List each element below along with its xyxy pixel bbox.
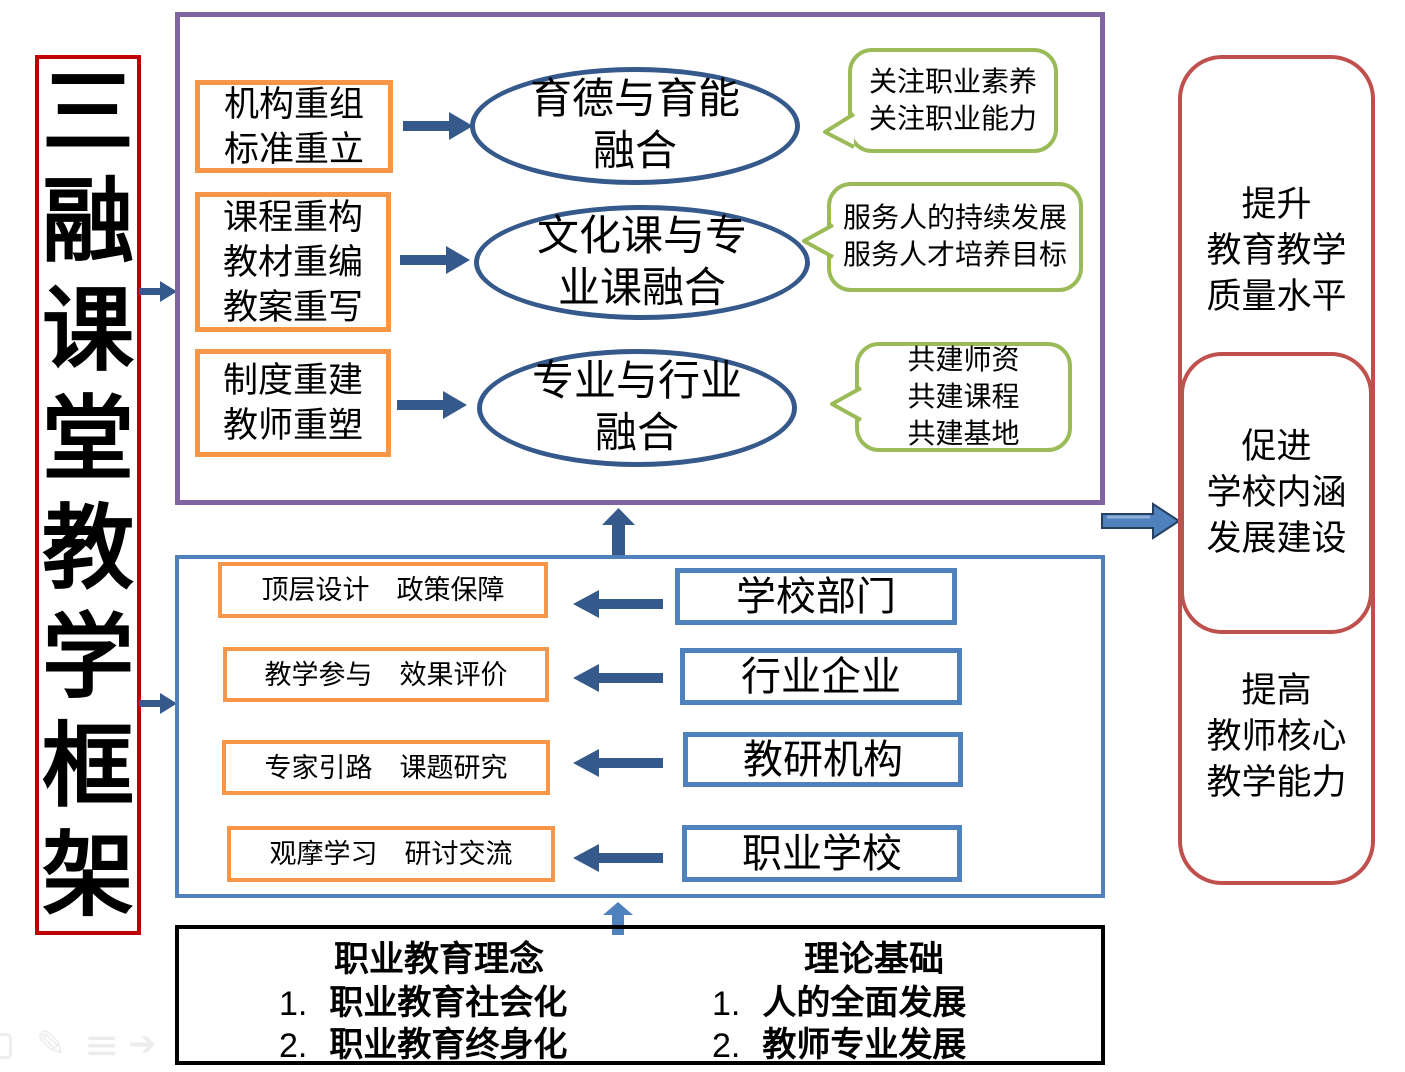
outcome-top: 提升 教育教学 质量水平 — [1178, 182, 1375, 320]
measure-box-1: 顶层设计 政策保障 — [218, 562, 548, 618]
foundation-left-item-1-number: 1. — [279, 985, 308, 1023]
callout-bubble-2-tail — [802, 223, 834, 259]
foundation-left-item-1-text: 职业教育社会化 — [329, 985, 568, 1022]
measure-box-2: 教学参与 效果评价 — [223, 647, 549, 702]
source-box-4-label: 职业学校 — [742, 830, 902, 876]
callout-bubble-2-line-1: 服务人的持续发展 — [842, 203, 1067, 234]
foundation-left-column: 职业教育理念 1. 职业教育社会化 2. 职业教育终身化 — [219, 937, 659, 1067]
foundation-right-item-2-number: 2. — [712, 1027, 741, 1065]
arrow-title-to-blue-panel — [139, 693, 177, 714]
reform-box-1-line-1: 机构重组 — [223, 84, 364, 124]
framework-title-box: 三融课堂教学框架 — [35, 55, 141, 935]
reform-box-1-line-2: 标准重立 — [223, 129, 364, 169]
measure-box-2-label: 教学参与 效果评价 — [264, 659, 508, 690]
outcome-middle-line-1: 促进 — [1241, 427, 1312, 466]
reform-box-3: 制度重建 教师重塑 — [195, 349, 391, 457]
reform-box-2-line-2: 教材重编 — [222, 242, 363, 282]
arrow-reform-1-to-ellipse-1 — [403, 112, 473, 140]
source-box-1-label: 学校部门 — [736, 573, 896, 619]
foundation-right-item-1-number: 1. — [712, 985, 741, 1023]
arrow-source-3-to-measure-3 — [573, 749, 663, 777]
callout-bubble-2: 服务人的持续发展 服务人才培养目标 — [802, 182, 1083, 292]
pen-icon[interactable]: ✎ — [36, 1024, 67, 1065]
source-box-3-label: 教研机构 — [743, 736, 903, 782]
foundation-right-column: 理论基础 1. 人的全面发展 2. 教师专业发展 — [684, 937, 1064, 1067]
reform-box-2: 课程重构 教材重编 教案重写 — [195, 192, 391, 332]
callout-bubble-3-line-3: 共建基地 — [907, 418, 1020, 450]
next-slide-icon[interactable]: ➔ — [128, 1024, 157, 1064]
reform-box-3-line-1: 制度重建 — [222, 361, 363, 400]
callout-bubble-1-line-1: 关注职业素养 — [868, 66, 1037, 98]
arrow-foundation-to-blue-panel — [603, 902, 633, 935]
outcome-middle-box: 促进 学校内涵 发展建设 — [1180, 352, 1373, 634]
outcome-top-line-1: 提升 — [1241, 185, 1312, 224]
fusion-ellipse-1-line-1: 育德与育能 — [529, 77, 740, 123]
callout-bubble-1: 关注职业素养 关注职业能力 — [823, 48, 1058, 153]
arrow-source-4-to-measure-4 — [573, 844, 663, 872]
fusion-ellipse-3: 专业与行业 融合 — [477, 349, 797, 467]
callout-bubble-3-tail — [830, 386, 862, 422]
measure-box-4-label: 观摩学习 研讨交流 — [269, 839, 513, 869]
foundation-left-item-2-text: 职业教育终身化 — [329, 1027, 568, 1064]
callout-bubble-1-tail — [823, 112, 855, 149]
arrow-reform-2-to-ellipse-2 — [400, 246, 470, 274]
measure-box-1-label: 顶层设计 政策保障 — [261, 575, 505, 605]
callout-bubble-1-line-2: 关注职业能力 — [868, 103, 1037, 135]
fusion-ellipse-2: 文化课与专 业课融合 — [474, 205, 810, 320]
callout-bubble-3: 共建师资 共建课程 共建基地 — [830, 342, 1072, 452]
framework-title: 三融课堂教学框架 — [41, 62, 134, 927]
reform-box-3-line-2: 教师重塑 — [222, 406, 363, 445]
foundation-right-item-2-text: 教师专业发展 — [762, 1027, 967, 1064]
foundation-right-header: 理论基础 — [803, 940, 944, 979]
fusion-ellipse-1-line-2: 融合 — [592, 129, 677, 175]
callout-bubble-2-line-2: 服务人才培养目标 — [842, 240, 1067, 271]
fusion-ellipse-3-line-2: 融合 — [594, 411, 679, 457]
callout-bubble-3-line-2: 共建课程 — [907, 381, 1020, 413]
measure-box-4: 观摩学习 研讨交流 — [227, 826, 555, 882]
reform-box-2-line-3: 教案重写 — [222, 287, 363, 327]
fusion-ellipse-2-line-1: 文化课与专 — [536, 213, 747, 260]
outcome-middle-line-3: 发展建设 — [1206, 519, 1347, 558]
foundation-left-item-2-number: 2. — [279, 1027, 308, 1065]
outcome-middle: 促进 学校内涵 发展建设 — [1206, 424, 1346, 562]
menu-icon[interactable]: ≡ — [84, 1020, 120, 1069]
foundation-right-item-1: 1. 人的全面发展 — [712, 983, 1064, 1025]
arrow-blue-panel-to-purple-panel — [602, 508, 635, 556]
source-box-vocational-schools: 职业学校 — [682, 825, 962, 882]
arrow-source-1-to-measure-1 — [573, 590, 663, 618]
foundation-right-item-1-text: 人的全面发展 — [762, 985, 967, 1022]
fusion-ellipse-1: 育德与育能 融合 — [470, 67, 800, 185]
support-panel — [175, 555, 1105, 898]
reform-box-2-line-1: 课程重构 — [222, 197, 363, 237]
foundation-left-header: 职业教育理念 — [333, 940, 544, 979]
outcome-middle-line-2: 学校内涵 — [1206, 473, 1347, 512]
arrow-reform-3-to-ellipse-3 — [397, 391, 467, 419]
source-box-2-label: 行业企业 — [741, 653, 901, 699]
measure-box-3: 专家引路 课题研究 — [222, 740, 550, 795]
fusion-ellipse-2-line-2: 业课融合 — [557, 265, 726, 312]
fusion-ellipse-3-line-1: 专业与行业 — [531, 359, 742, 405]
outcome-bottom-line-3: 教学能力 — [1206, 763, 1347, 802]
fusion-panel — [175, 12, 1105, 505]
foundation-panel: 职业教育理念 1. 职业教育社会化 2. 职业教育终身化 理论基础 1. 人的全… — [175, 925, 1105, 1065]
outcome-bottom: 提高 教师核心 教学能力 — [1178, 668, 1375, 806]
measure-box-3-label: 专家引路 课题研究 — [264, 752, 508, 783]
foundation-left-item-2: 2. 职业教育终身化 — [279, 1025, 659, 1067]
source-box-research-institutes: 教研机构 — [683, 732, 963, 787]
source-box-school-departments: 学校部门 — [675, 568, 957, 625]
arrow-source-2-to-measure-2 — [573, 664, 663, 692]
reform-box-1: 机构重组 标准重立 — [195, 80, 393, 173]
source-box-industry-enterprises: 行业企业 — [680, 648, 962, 705]
previous-slide-icon[interactable] — [0, 1033, 12, 1059]
foundation-left-item-1: 1. 职业教育社会化 — [279, 983, 659, 1025]
arrow-panels-to-outcomes — [1101, 502, 1181, 540]
callout-bubble-3-line-1: 共建师资 — [907, 344, 1020, 376]
outcome-top-line-3: 质量水平 — [1206, 277, 1347, 316]
arrow-title-to-purple-panel — [139, 281, 177, 302]
outcome-top-line-2: 教育教学 — [1206, 231, 1347, 270]
outcome-bottom-line-2: 教师核心 — [1206, 717, 1347, 756]
foundation-right-item-2: 2. 教师专业发展 — [712, 1025, 1064, 1067]
outcome-bottom-line-1: 提高 — [1241, 671, 1312, 710]
